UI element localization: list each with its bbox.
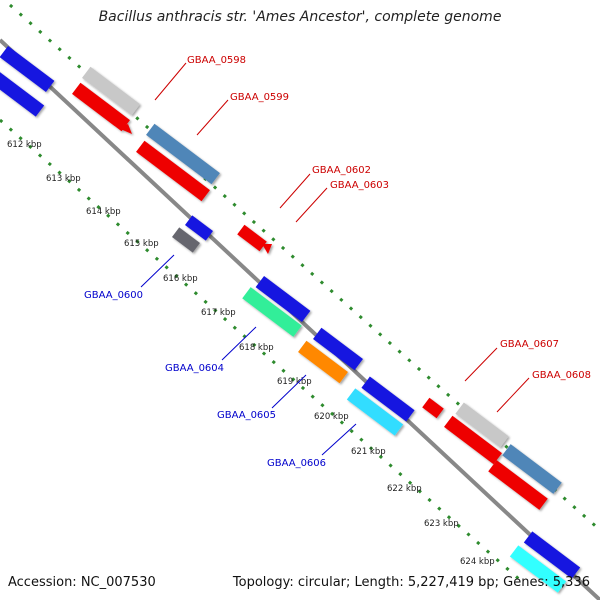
gene-feature[interactable] (488, 460, 548, 510)
gene-labels-red: GBAA_0598 GBAA_0599 GBAA_0602 GBAA_0603 … (187, 55, 591, 381)
gene-label-gbaa-0607[interactable]: GBAA_0607 (500, 339, 559, 350)
kbp-label: 616 kbp (163, 274, 198, 284)
kbp-label: 614 kbp (86, 207, 121, 217)
gene-feature[interactable] (298, 340, 348, 384)
gene-feature[interactable] (242, 287, 302, 337)
gene-label-gbaa-0605[interactable]: GBAA_0605 (217, 410, 276, 421)
kbp-scale: 612 kbp 613 kbp 614 kbp 615 kbp 616 kbp … (7, 140, 495, 567)
leader-line (279, 173, 311, 209)
kbp-label: 613 kbp (46, 174, 81, 184)
kbp-label: 615 kbp (124, 239, 159, 249)
leader-lines-blue (140, 254, 357, 456)
gene-label-gbaa-0604[interactable]: GBAA_0604 (165, 363, 224, 374)
kbp-label: 623 kbp (424, 519, 459, 529)
gene-feature[interactable] (346, 388, 404, 436)
kbp-label: 624 kbp (460, 557, 495, 567)
gene-label-gbaa-0600[interactable]: GBAA_0600 (84, 290, 143, 301)
kbp-label: 621 kbp (351, 447, 386, 457)
gene-feature[interactable] (172, 227, 200, 253)
gene-feature[interactable] (72, 82, 130, 132)
gene-feature[interactable] (509, 545, 567, 593)
leader-line (154, 62, 187, 101)
leader-lines-red (154, 62, 530, 413)
gene-feature[interactable] (0, 69, 45, 117)
gene-feature[interactable] (82, 66, 140, 116)
gene-features (0, 45, 581, 593)
leader-line (271, 374, 307, 409)
gene-label-gbaa-0603[interactable]: GBAA_0603 (330, 180, 389, 191)
gene-feature[interactable] (0, 45, 55, 93)
kbp-label: 619 kbp (277, 377, 312, 387)
gene-feature[interactable] (422, 397, 444, 419)
gene-feature[interactable] (262, 244, 272, 254)
leader-line (295, 187, 328, 223)
gene-feature[interactable] (146, 123, 220, 185)
leader-line (196, 99, 229, 136)
gene-feature[interactable] (361, 376, 415, 422)
leader-line (464, 347, 498, 382)
leader-line (321, 423, 357, 456)
gene-feature[interactable] (118, 124, 132, 134)
gene-feature[interactable] (444, 415, 502, 465)
kbp-label: 618 kbp (239, 343, 274, 353)
map-title: Bacillus anthracis str. 'Ames Ancestor',… (98, 9, 502, 25)
leader-line (140, 254, 175, 288)
kbp-label: 620 kbp (314, 412, 349, 422)
gene-label-gbaa-0608[interactable]: GBAA_0608 (532, 370, 591, 381)
kbp-label: 622 kbp (387, 484, 422, 494)
gene-label-gbaa-0598[interactable]: GBAA_0598 (187, 55, 246, 66)
kbp-label: 612 kbp (7, 140, 42, 150)
leader-line (496, 377, 530, 413)
gene-feature[interactable] (523, 531, 581, 579)
gene-feature[interactable] (255, 275, 311, 323)
gene-label-gbaa-0602[interactable]: GBAA_0602 (312, 165, 371, 176)
gene-feature[interactable] (502, 444, 562, 494)
gene-label-gbaa-0599[interactable]: GBAA_0599 (230, 92, 289, 103)
gene-feature[interactable] (237, 224, 267, 252)
gene-feature[interactable] (136, 140, 210, 202)
kbp-label: 617 kbp (201, 308, 236, 318)
gene-labels-blue: GBAA_0600 GBAA_0604 GBAA_0605 GBAA_0606 (84, 290, 326, 469)
accession-text: Accession: NC_007530 (8, 575, 156, 590)
gene-feature[interactable] (455, 402, 509, 448)
leader-line (221, 326, 257, 361)
gene-label-gbaa-0606[interactable]: GBAA_0606 (267, 458, 326, 469)
gene-feature[interactable] (185, 215, 213, 241)
gene-feature[interactable] (313, 327, 363, 371)
genome-summary-text: Topology: circular; Length: 5,227,419 bp… (232, 575, 590, 590)
